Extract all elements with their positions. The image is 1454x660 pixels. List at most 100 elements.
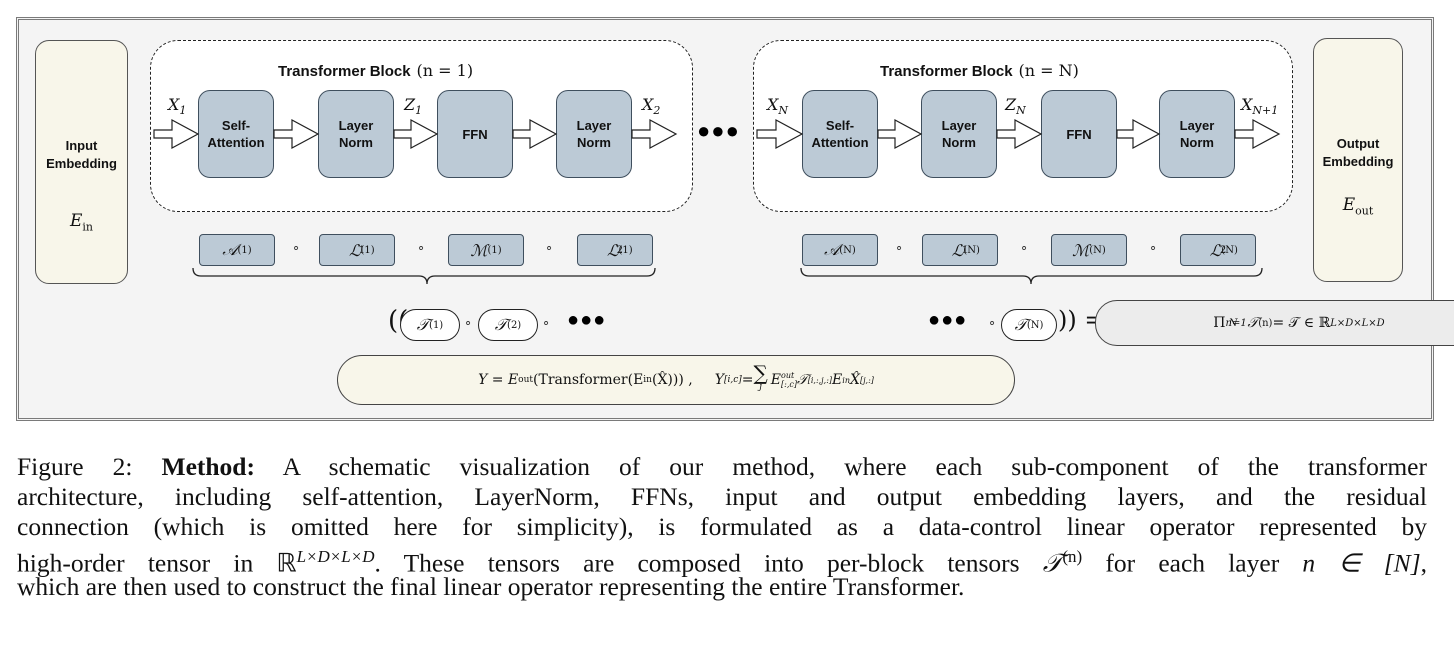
eq-sum-sub: j	[759, 382, 763, 392]
tensor-ffn-n: ℳ(N)	[1051, 234, 1127, 266]
eq-e-in-sub: in	[842, 375, 850, 385]
eq-e-out: E	[770, 372, 782, 388]
tensor-attention-1: 𝒜(1)	[199, 234, 275, 266]
eq-x-hat: X̂	[849, 372, 860, 388]
flow-arrow	[631, 118, 678, 150]
output-embedding-label: Output Embedding	[1314, 135, 1402, 171]
caption-bold-label: Method:	[161, 452, 255, 481]
caption-l4-t: 𝒯	[1042, 548, 1063, 578]
flow-arrow	[393, 118, 439, 150]
flow-arrow	[1116, 118, 1161, 150]
product-pi: Π	[1213, 315, 1226, 331]
caption-l4-a: high-order tensor in ℝ	[17, 548, 297, 578]
caption-text-1: A schematic visualization of our method,…	[254, 452, 1427, 481]
block-1-layer-norm-2: Layer Norm	[556, 90, 632, 178]
t2-base: 𝒯	[494, 315, 508, 334]
tensor-layernorm2-1: ℒ(1)2	[577, 234, 653, 266]
output-embedding-label-line2: Embedding	[1322, 154, 1394, 169]
tensor-a1-base: 𝒜	[222, 240, 238, 259]
brace-block-n	[800, 267, 1263, 285]
block-n-title: Transformer Block(n = N)	[880, 61, 1079, 80]
output-embedding-label-line1: Output	[1336, 136, 1380, 151]
var-x2-sub: 2	[653, 104, 661, 118]
eq-left-sub: out	[518, 375, 534, 385]
eq-e-out-sub: [:,c]	[781, 380, 797, 389]
var-x1-sub: 1	[179, 104, 187, 118]
brace-block-1	[192, 267, 656, 285]
compose-op: ∘	[1020, 240, 1029, 255]
caption-line-3: connection (which is omitted here for si…	[17, 512, 1427, 541]
caption-l4-sup: L×D×L×D	[296, 547, 375, 566]
flow-arrow	[877, 118, 923, 150]
input-embedding-symbol: Ein	[36, 211, 127, 233]
var-xn1: XN+1	[1241, 95, 1278, 117]
var-zn-base: Z	[1005, 95, 1017, 114]
var-z1: Z1	[404, 95, 422, 117]
eq-x-hat-sub: [j,:]	[859, 375, 874, 385]
e-in-base: E	[69, 211, 83, 231]
output-embedding-symbol: Eout	[1314, 195, 1402, 217]
product-sup: N	[1228, 317, 1238, 329]
tensor-ln2-base: ℒ	[1209, 240, 1222, 260]
eq-right-eq: =	[741, 372, 754, 388]
eq-sum: ∑	[753, 361, 768, 385]
tensor-layernorm2-n: ℒ(N)2	[1180, 234, 1256, 266]
var-x2: X2	[642, 95, 660, 117]
tensor-ln1-sup: (N)	[963, 244, 980, 256]
input-embedding-label: Input Embedding	[36, 137, 127, 173]
var-zn-sub: N	[1016, 104, 1026, 118]
caption-l4-e: n ∈ [N]	[1302, 548, 1421, 578]
caption-l4-d: for each layer	[1082, 548, 1303, 578]
flow-arrow	[512, 118, 558, 150]
tensor-ln1-sub: 1	[961, 244, 969, 256]
output-embedding-box: Output Embedding Eout	[1313, 38, 1403, 282]
compose-op: ∘	[988, 315, 997, 330]
compose-op: ∘	[464, 315, 473, 330]
var-zn: ZN	[1005, 95, 1026, 117]
tn-base: 𝒯	[1014, 315, 1027, 334]
var-xn1-sub: N+1	[1252, 104, 1279, 118]
e-out-base: E	[1342, 195, 1356, 215]
tensor-t2: 𝒯(2)	[478, 309, 538, 341]
compose-op: ∘	[292, 240, 301, 255]
tensor-l1-sup: (1)	[360, 244, 375, 256]
compose-op: ∘	[545, 240, 554, 255]
caption-figure-number: Figure 2:	[17, 452, 162, 481]
caption-l4-f: ,	[1420, 548, 1427, 578]
tensor-ln2-sub: 2	[1219, 244, 1227, 256]
composition-ellipsis-right: ●●●	[928, 309, 968, 331]
tensor-mn-sup: (N)	[1089, 244, 1106, 256]
var-z1-sub: 1	[415, 104, 423, 118]
block-n-layer-norm-1: Layer Norm	[921, 90, 997, 178]
tensor-l1-sub: 1	[358, 244, 366, 256]
var-z1-base: Z	[404, 95, 416, 114]
t2-sup: (2)	[507, 319, 522, 331]
var-x1: X1	[168, 95, 186, 117]
eq-e-out-sup: out	[781, 371, 795, 380]
flow-arrows	[153, 118, 1281, 285]
flow-arrow	[1234, 118, 1281, 150]
product-sub: n=1	[1225, 317, 1247, 329]
product-t-sup: (n)	[1258, 317, 1273, 329]
tensor-attention-n: 𝒜(N)	[802, 234, 878, 266]
e-in-sub: in	[82, 220, 94, 234]
caption-line-5: which are then used to construct the fin…	[17, 572, 965, 601]
var-xn1-base: X	[1241, 95, 1253, 114]
compose-op: ∘	[542, 315, 551, 330]
eq-left: Y = E	[478, 372, 519, 388]
tensor-mn-base: ℳ	[1072, 240, 1090, 260]
composition-ellipsis-left: ●●●	[567, 309, 607, 331]
block-n-layer-norm-2: Layer Norm	[1159, 90, 1235, 178]
flow-arrow	[153, 118, 200, 150]
figure-caption: Figure 2: Method: A schematic visualizat…	[17, 452, 1427, 602]
block-n-ffn: FFN	[1041, 90, 1117, 178]
var-xn: XN	[767, 95, 788, 117]
tensor-layernorm1-n: ℒ(N)1	[922, 234, 998, 266]
tensor-ln2-sup: (N)	[1221, 244, 1238, 256]
product-eq: = 𝒯 ∈ ℝ	[1272, 315, 1331, 331]
tensor-m1-base: ℳ	[470, 240, 488, 260]
block-ellipsis: ●●●	[697, 118, 740, 143]
block-n-self-attention: Self- Attention	[802, 90, 878, 178]
t1-sup: (1)	[429, 319, 444, 331]
e-out-sub: out	[1355, 204, 1374, 218]
